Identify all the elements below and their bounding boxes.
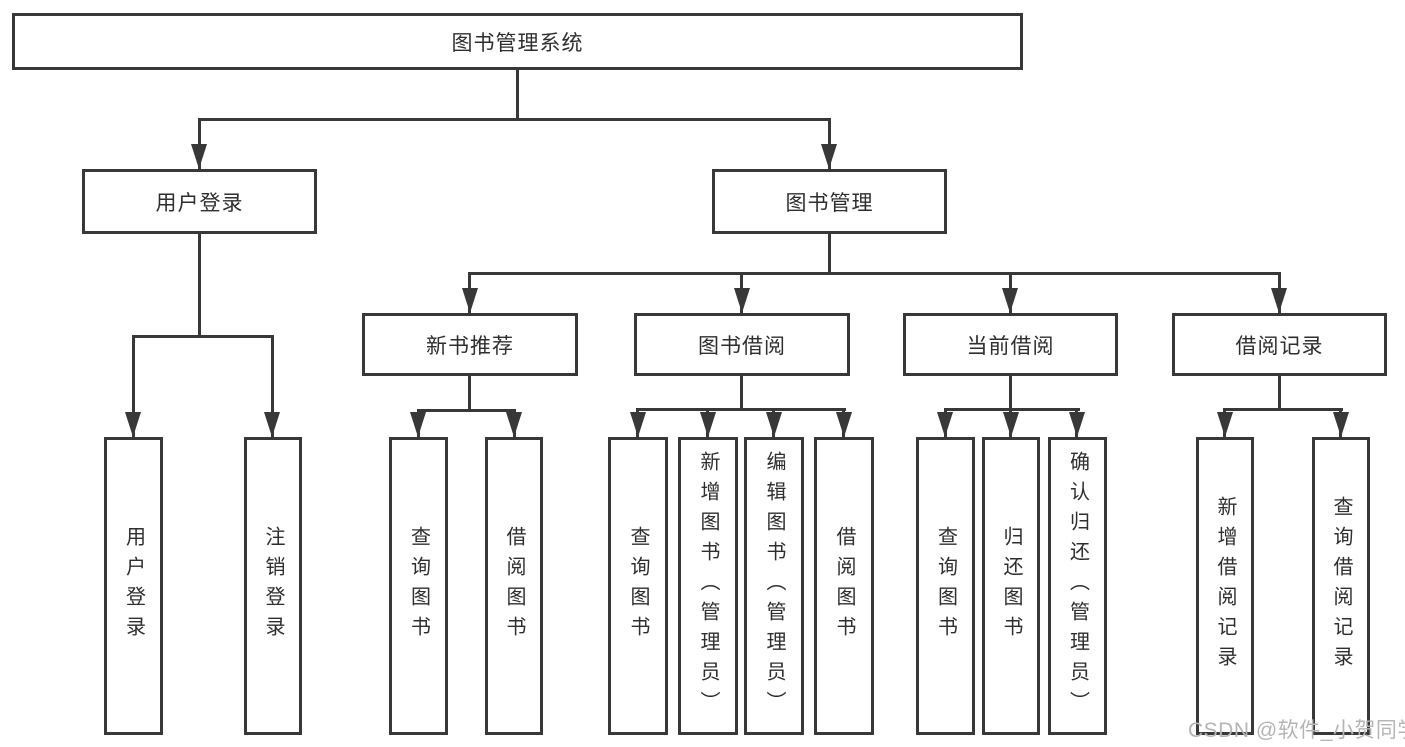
leaf-return-books: 归还图书: [982, 437, 1040, 735]
leaf-label: 新增借阅记录: [1214, 496, 1236, 676]
arrow-down-icon: [1069, 412, 1085, 437]
arrow-down-icon: [1271, 288, 1287, 313]
connector-line: [271, 335, 274, 437]
connector-line: [198, 118, 201, 169]
arrow-down-icon: [1003, 412, 1019, 437]
leaf-borrow-books: 借阅图书: [814, 437, 874, 735]
arrow-down-icon: [1217, 412, 1233, 437]
arrow-down-icon: [734, 288, 750, 313]
arrow-down-icon: [506, 412, 522, 437]
leaf-edit-book-admin: 编辑图书（管理员）: [744, 437, 804, 735]
connector-line: [468, 376, 471, 412]
arrow-down-icon: [410, 412, 426, 437]
connector-line: [132, 335, 135, 437]
node-label: 图书借阅: [698, 334, 786, 358]
leaf-query-books-recommend: 查询图书: [389, 437, 448, 735]
connector-line: [944, 408, 1080, 411]
leaf-label: 查询图书: [407, 526, 430, 646]
node-root: 图书管理系统: [12, 13, 1023, 70]
node-book-management: 图书管理: [712, 169, 947, 234]
leaf-user-login: 用户登录: [104, 437, 163, 735]
connector-line: [198, 118, 831, 121]
arrow-down-icon: [1002, 288, 1018, 313]
arrow-down-icon: [821, 144, 837, 169]
leaf-label: 借阅图书: [503, 526, 525, 646]
csdn-watermark: CSDN @软件_小贺同学: [1188, 719, 1405, 742]
connector-line: [468, 272, 1281, 275]
arrow-down-icon: [125, 412, 141, 437]
leaf-label: 注销登录: [262, 526, 284, 646]
arrow-down-icon: [700, 412, 716, 437]
leaf-add-book-admin: 新增图书（管理员）: [678, 437, 738, 735]
leaf-logout: 注销登录: [244, 437, 302, 735]
node-label: 新书推荐: [426, 334, 514, 358]
leaf-add-borrow-record: 新增借阅记录: [1196, 437, 1254, 735]
leaf-query-borrow-record: 查询借阅记录: [1312, 437, 1370, 735]
node-label: 图书管理: [785, 191, 874, 215]
leaf-label: 用户登录: [122, 526, 145, 646]
leaf-label: 查询借阅记录: [1330, 496, 1352, 676]
leaf-label: 查询图书: [627, 526, 649, 646]
arrow-down-icon: [630, 412, 646, 437]
connector-line: [132, 335, 274, 338]
node-label: 用户登录: [155, 191, 244, 215]
connector-line: [1223, 408, 1343, 411]
leaf-query-books-current: 查询图书: [916, 437, 975, 735]
arrow-down-icon: [264, 412, 280, 437]
connector-line: [636, 408, 846, 411]
leaf-label: 确认归还（管理员）: [1066, 451, 1089, 721]
arrow-down-icon: [191, 144, 207, 169]
connector-line: [198, 233, 201, 335]
leaf-label: 归还图书: [1000, 526, 1022, 646]
arrow-down-icon: [836, 412, 852, 437]
node-current-borrow: 当前借阅: [903, 313, 1118, 376]
arrow-down-icon: [462, 288, 478, 313]
connector-line: [516, 69, 519, 118]
node-new-book-recommend: 新书推荐: [362, 313, 578, 376]
connector-line: [417, 409, 516, 412]
node-user-login: 用户登录: [82, 169, 317, 234]
node-label: 借阅记录: [1235, 334, 1324, 358]
leaf-confirm-return-admin: 确认归还（管理员）: [1048, 437, 1107, 735]
arrow-down-icon: [766, 412, 782, 437]
node-label: 图书管理系统: [451, 31, 584, 55]
leaf-label: 查询图书: [934, 526, 957, 646]
leaf-query-books-borrow: 查询图书: [608, 437, 668, 735]
leaf-label: 新增图书（管理员）: [697, 451, 719, 721]
connector-line: [828, 233, 831, 275]
connector-line: [828, 118, 831, 169]
arrow-down-icon: [937, 412, 953, 437]
connector-line: [1009, 376, 1012, 411]
node-book-borrow: 图书借阅: [634, 313, 850, 376]
node-label: 当前借阅: [966, 334, 1055, 358]
leaf-label: 编辑图书（管理员）: [763, 451, 785, 721]
connector-line: [1278, 376, 1281, 411]
leaf-borrow-books-recommend: 借阅图书: [485, 437, 543, 735]
arrow-down-icon: [1333, 412, 1349, 437]
node-borrow-records: 借阅记录: [1172, 313, 1387, 376]
leaf-label: 借阅图书: [833, 526, 855, 646]
connector-line: [740, 376, 743, 411]
